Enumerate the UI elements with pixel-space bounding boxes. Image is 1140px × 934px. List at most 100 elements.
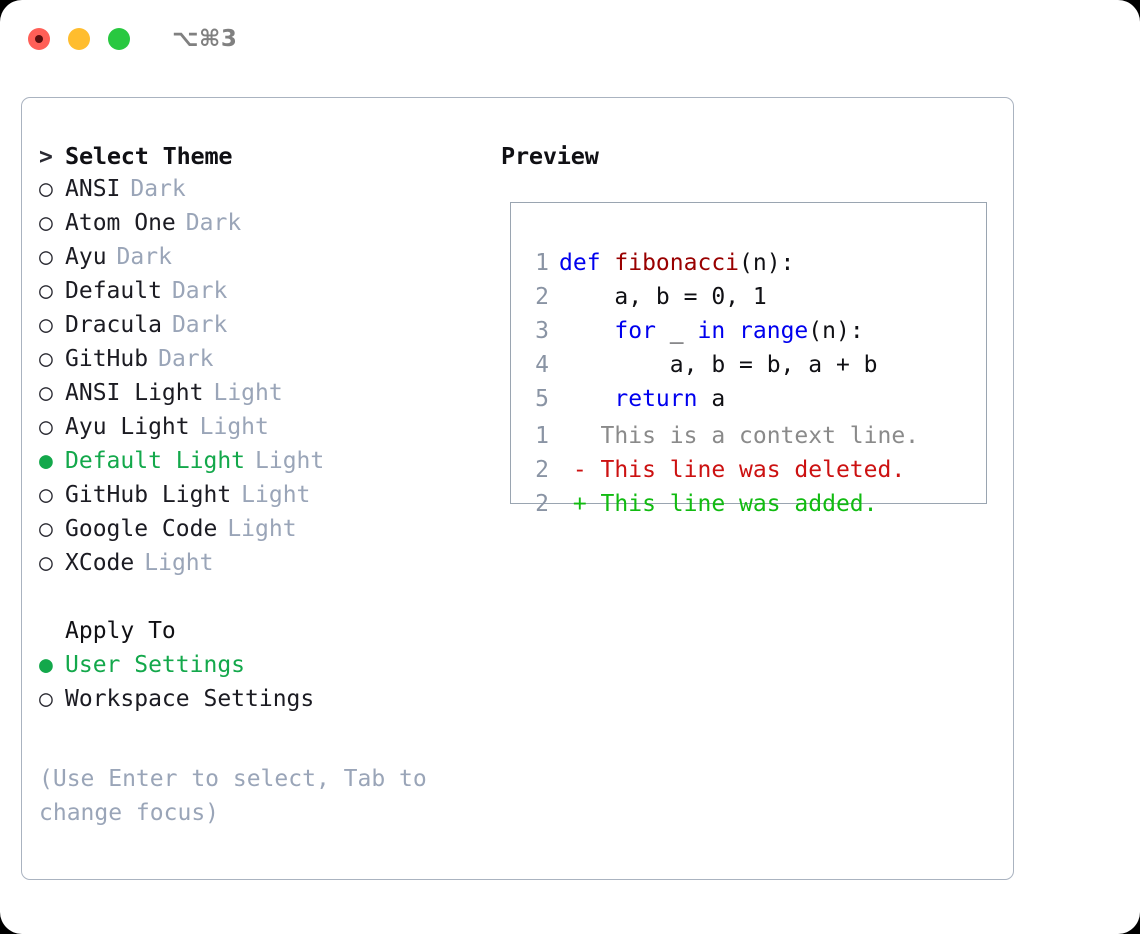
radio-unselected-icon: ○ bbox=[39, 380, 53, 406]
code-line-text: def fibonacci(n): bbox=[559, 250, 794, 276]
code-token-plain: (n): bbox=[808, 318, 864, 344]
radio-unselected-icon: ○ bbox=[39, 346, 53, 372]
theme-option-tag: Dark bbox=[130, 176, 186, 202]
radio-unselected-icon: ○ bbox=[39, 516, 53, 542]
zoom-button-icon[interactable] bbox=[108, 28, 130, 50]
diff-line: 2 - This line was deleted. bbox=[523, 457, 980, 491]
code-token-plain: _ bbox=[655, 318, 698, 344]
radio-unselected-icon: ○ bbox=[39, 210, 53, 236]
diff-line-number: 2 bbox=[535, 491, 549, 517]
code-token-kw: return bbox=[614, 386, 698, 412]
diff-line-text: + This line was added. bbox=[559, 491, 878, 517]
radio-unselected-icon: ○ bbox=[39, 550, 53, 576]
theme-option-label: GitHub Light bbox=[65, 482, 232, 508]
apply-to-options-list: ● User Settings ○ Workspace Settings bbox=[39, 652, 509, 720]
code-token-kw: for bbox=[614, 318, 656, 344]
theme-option-label: Google Code bbox=[65, 516, 218, 542]
code-token-kw: def bbox=[559, 250, 615, 276]
code-token-kw: range bbox=[739, 318, 809, 344]
theme-option-row[interactable]: ○ GitHub Dark bbox=[39, 346, 509, 380]
code-line-text: a, b = b, a + b bbox=[559, 352, 878, 378]
code-token-plain: a bbox=[697, 386, 726, 412]
apply-to-spacer bbox=[39, 584, 509, 618]
title-bar: ⌥⌘3 bbox=[0, 0, 1140, 78]
diff-line: 2 + This line was added. bbox=[523, 491, 980, 525]
diff-sample: 1 This is a context line.2 - This line w… bbox=[523, 423, 980, 525]
radio-unselected-icon: ○ bbox=[39, 482, 53, 508]
select-theme-header-label: Select Theme bbox=[65, 142, 233, 170]
code-line: 4 a, b = b, a + b bbox=[523, 352, 980, 386]
code-line-number: 4 bbox=[535, 352, 549, 378]
code-line-text: for _ in range(n): bbox=[559, 318, 864, 344]
theme-option-tag: Dark bbox=[171, 278, 228, 304]
theme-option-tag: Dark bbox=[158, 346, 214, 372]
theme-option-label: Default bbox=[65, 278, 162, 304]
theme-option-label: ANSI Light bbox=[65, 380, 204, 406]
theme-option-label: Dracula bbox=[65, 312, 162, 338]
theme-option-row[interactable]: ○ Atom One Dark bbox=[39, 210, 509, 244]
theme-option-label: ANSI bbox=[65, 176, 121, 202]
theme-option-label: Ayu Light bbox=[65, 414, 190, 440]
code-token-plain bbox=[559, 318, 614, 344]
code-token-plain: a, b = b, a + b bbox=[559, 352, 878, 378]
diff-line-number: 2 bbox=[535, 457, 549, 483]
theme-option-label: GitHub bbox=[65, 346, 149, 372]
close-button-icon[interactable] bbox=[28, 28, 50, 50]
apply-to-option-row[interactable]: ○ Workspace Settings bbox=[39, 686, 509, 720]
code-line: 5 return a bbox=[523, 386, 980, 420]
code-line-number: 2 bbox=[535, 284, 549, 310]
theme-option-label: Atom One bbox=[65, 210, 176, 236]
apply-to-header-label: Apply To bbox=[65, 618, 176, 644]
minimize-button-icon[interactable] bbox=[68, 28, 90, 50]
theme-option-tag: Dark bbox=[116, 244, 172, 270]
radio-unselected-icon: ○ bbox=[39, 686, 53, 712]
code-token-fn: fibonacci bbox=[614, 250, 740, 276]
radio-unselected-icon: ○ bbox=[39, 414, 53, 440]
apply-to-option-label: Workspace Settings bbox=[65, 686, 315, 712]
apply-to-option-label: User Settings bbox=[65, 652, 246, 678]
code-line-text: a, b = 0, 1 bbox=[559, 284, 766, 310]
code-token-plain bbox=[559, 386, 614, 412]
theme-option-tag: Dark bbox=[185, 210, 242, 236]
theme-option-row[interactable]: ○ GitHub Light Light bbox=[39, 482, 509, 516]
theme-option-tag: Dark bbox=[171, 312, 228, 338]
theme-option-tag: Light bbox=[255, 448, 325, 474]
diff-line: 1 This is a context line. bbox=[523, 423, 980, 457]
theme-option-label: Ayu bbox=[65, 244, 107, 270]
theme-option-row[interactable]: ○ Default Dark bbox=[39, 278, 509, 312]
theme-option-tag: Light bbox=[241, 482, 311, 508]
code-line-number: 3 bbox=[535, 318, 549, 344]
code-line-text: return a bbox=[559, 386, 725, 412]
diff-line-number: 1 bbox=[535, 423, 549, 449]
apply-to-header: ○ Apply To bbox=[39, 618, 509, 652]
apply-to-option-row[interactable]: ● User Settings bbox=[39, 652, 509, 686]
traffic-lights bbox=[28, 28, 130, 50]
diff-line-text: - This line was deleted. bbox=[559, 457, 906, 483]
theme-option-label: Default Light bbox=[65, 448, 246, 474]
preview-title: Preview bbox=[501, 142, 599, 170]
theme-option-row[interactable]: ○ ANSI Light Light bbox=[39, 380, 509, 414]
theme-option-tag: Light bbox=[213, 380, 283, 406]
radio-selected-icon: ● bbox=[39, 652, 53, 678]
diff-line-text: This is a context line. bbox=[559, 423, 920, 449]
radio-unselected-icon: ○ bbox=[39, 278, 53, 304]
theme-option-label: XCode bbox=[65, 550, 135, 576]
code-token-kw: in bbox=[697, 318, 726, 344]
code-token-plain: (n): bbox=[739, 250, 795, 276]
code-token-plain bbox=[725, 318, 739, 344]
caret-icon: > bbox=[39, 144, 53, 170]
